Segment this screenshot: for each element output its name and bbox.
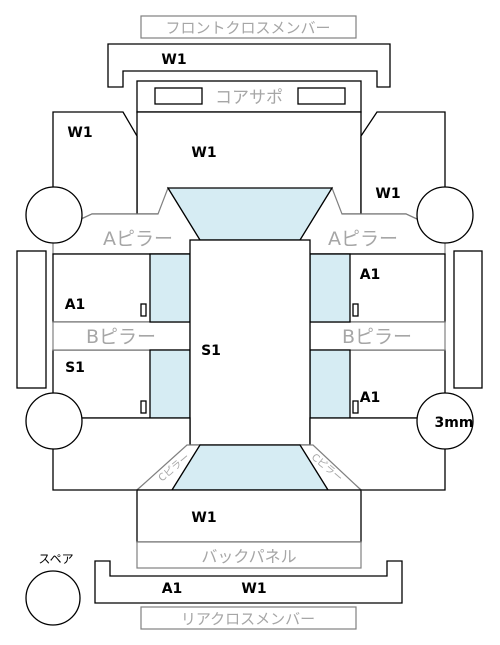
right-b-pillar[interactable]: Bピラー xyxy=(309,321,446,351)
left-front-door-handle xyxy=(140,303,147,317)
rear-cross-member[interactable]: リアクロスメンバー xyxy=(140,606,357,630)
left-side-step[interactable] xyxy=(16,250,47,389)
trunk[interactable] xyxy=(136,489,362,543)
back-panel[interactable]: バックパネル xyxy=(136,541,362,569)
front-cross-member-label: フロントクロスメンバー xyxy=(165,19,330,37)
grade-left-front-door: A1 xyxy=(65,297,86,313)
left-rear-wheel[interactable] xyxy=(25,392,83,450)
rear-window[interactable] xyxy=(170,444,330,491)
right-headlight xyxy=(297,87,346,105)
front-member[interactable] xyxy=(107,43,391,88)
right-a-pillar[interactable]: Aピラー xyxy=(299,186,446,255)
grade-roof: S1 xyxy=(201,343,221,359)
right-front-wheel[interactable] xyxy=(416,186,474,244)
grade-right-front-door: A1 xyxy=(360,267,381,283)
left-rear-window[interactable] xyxy=(149,349,191,419)
left-headlight xyxy=(154,87,203,105)
rear-member[interactable] xyxy=(94,560,403,604)
grade-front-member: W1 xyxy=(161,52,186,68)
right-b-pillar-label: Bピラー xyxy=(342,326,412,348)
left-b-pillar-label: Bピラー xyxy=(86,326,156,348)
left-b-pillar[interactable]: Bピラー xyxy=(52,321,191,351)
grade-hood: W1 xyxy=(191,145,216,161)
core-support-label: コアサポ xyxy=(215,88,283,108)
left-rear-door-handle xyxy=(140,400,147,414)
left-front-wheel[interactable] xyxy=(25,186,83,244)
grade-trunk: W1 xyxy=(191,510,216,526)
right-a-pillar-label: Aピラー xyxy=(328,228,398,250)
grade-left-front-fender: W1 xyxy=(67,125,92,141)
core-support[interactable]: コアサポ xyxy=(136,80,362,113)
left-a-pillar-label: Aピラー xyxy=(103,228,173,250)
spare-label: スペア xyxy=(38,552,73,566)
grade-right-rear-door: A1 xyxy=(360,390,381,406)
back-panel-label: バックパネル xyxy=(201,547,296,566)
right-rear-wheel[interactable] xyxy=(416,392,474,450)
grade-rear-member-left: A1 xyxy=(162,581,183,597)
grade-left-rear-door: S1 xyxy=(65,360,85,376)
spare-tire[interactable]: スペア xyxy=(25,552,81,626)
grade-rear-member-right: W1 xyxy=(241,581,266,597)
right-rear-door-handle xyxy=(352,400,359,414)
right-rear-window[interactable] xyxy=(309,349,351,419)
front-cross-member[interactable]: フロントクロスメンバー xyxy=(140,15,357,39)
right-side-step[interactable] xyxy=(453,250,483,389)
grade-right-front-fender: W1 xyxy=(375,186,400,202)
right-front-door-handle xyxy=(352,303,359,317)
roof[interactable] xyxy=(189,239,311,446)
left-front-window[interactable] xyxy=(149,253,191,323)
right-front-window[interactable] xyxy=(309,253,351,323)
grade-right-rear-wheel: 3mm xyxy=(435,415,474,431)
rear-cross-member-label: リアクロスメンバー xyxy=(181,610,315,628)
